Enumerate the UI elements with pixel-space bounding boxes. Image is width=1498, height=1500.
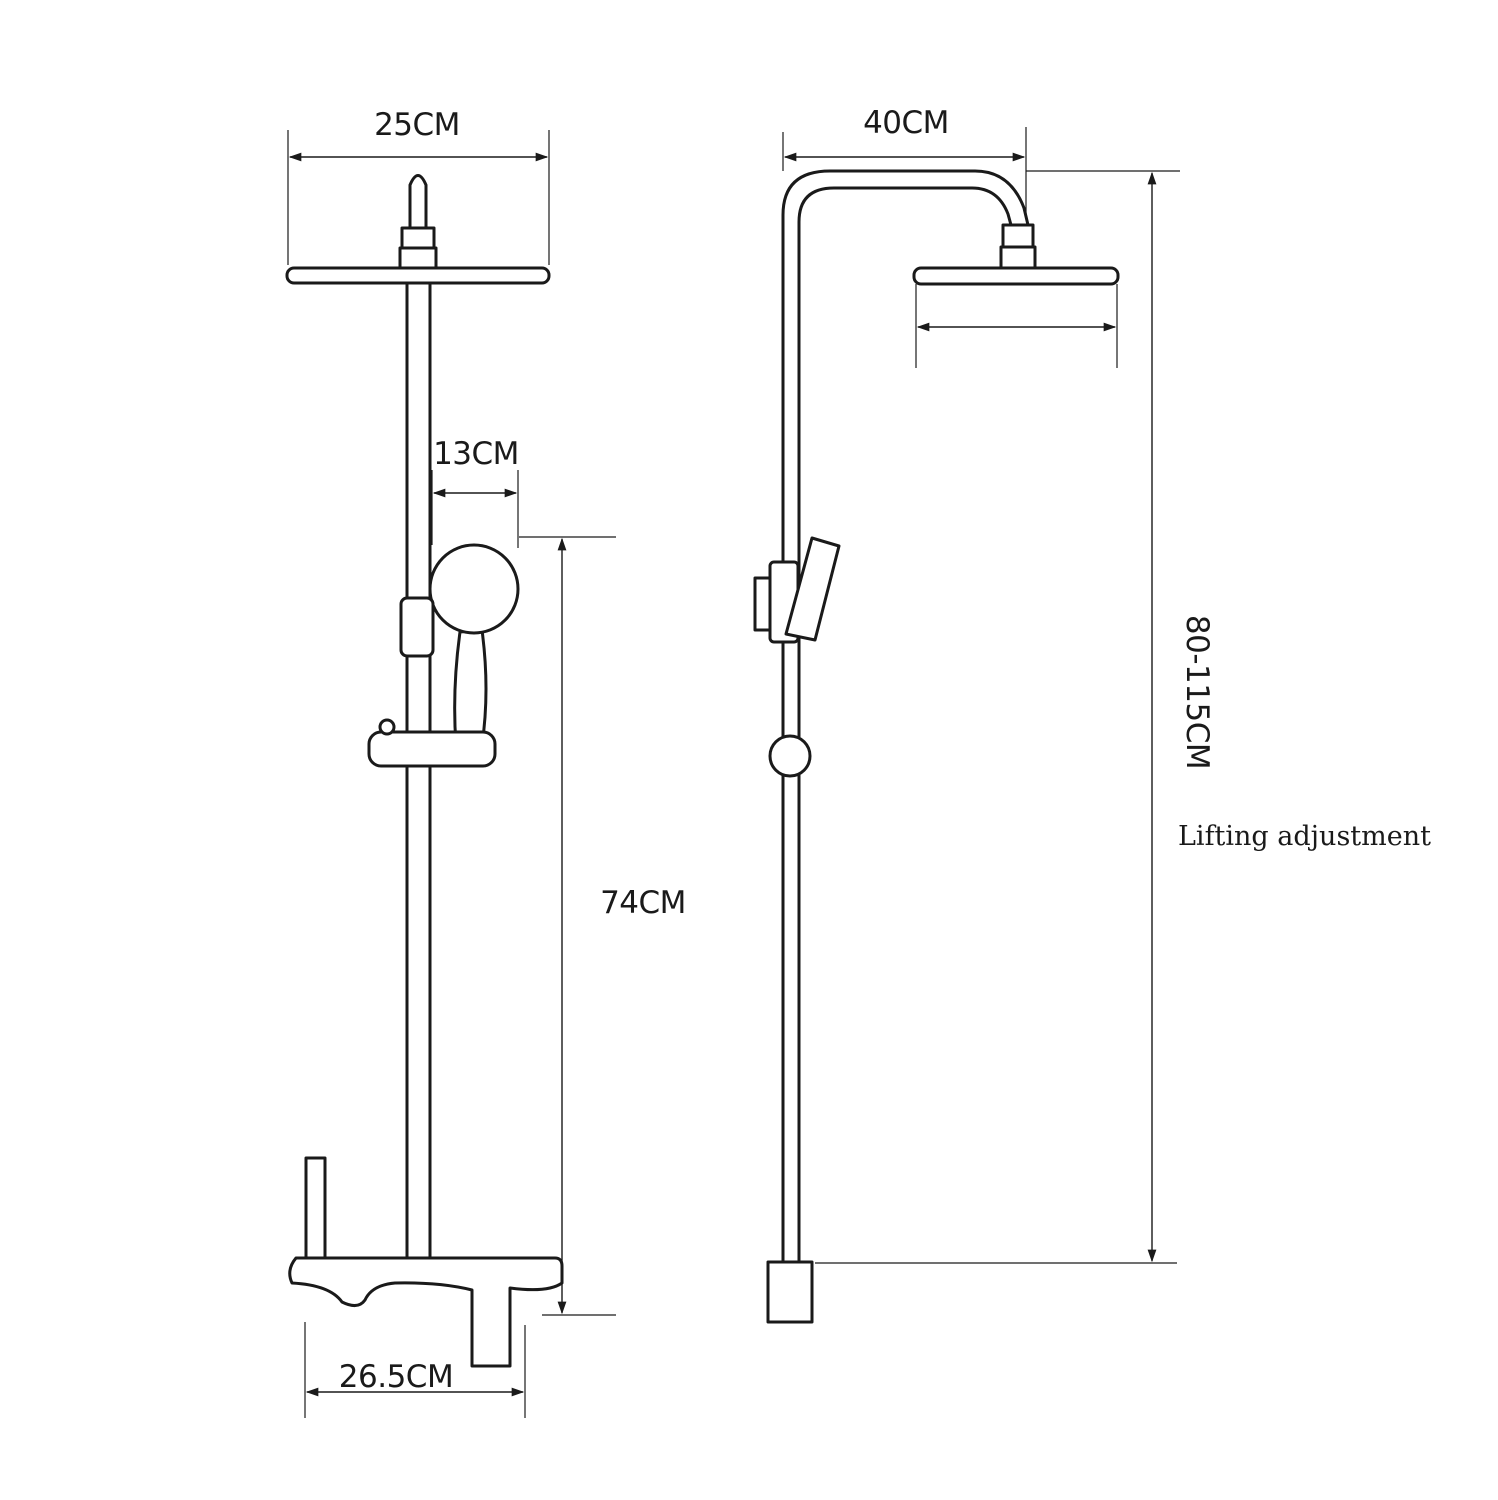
dim-handset-offset: 13CM [431,436,519,548]
front-shower-head [285,174,551,285]
label-arm-reach: 40CM [863,105,949,141]
dim-head-depth [915,284,1118,368]
dim-lift-range: 80-115CM Lifting adjustment [815,170,1431,1264]
side-view: 40CM 80-115CM Lifting adjustment [753,105,1431,1324]
dim-height-to-head: 74CM [519,536,686,1316]
front-shelf [367,718,497,768]
label-height-to-head: 74CM [600,885,686,921]
side-shower-head [912,223,1120,286]
label-base-width: 26.5CM [339,1359,453,1395]
side-riser-arm [781,169,1030,1264]
label-handset-offset: 13CM [433,436,519,472]
front-spout [304,1156,327,1262]
side-base [766,1260,814,1324]
side-hand-shower [753,536,841,644]
dim-arm-reach: 40CM [782,105,1027,215]
side-slider-knob [768,734,812,778]
front-mixer-base [288,1256,564,1368]
front-hand-shower [399,543,520,747]
label-lift-range: 80-115CM [1179,615,1215,769]
front-view: 25CM 13CM 74CM 26.5CM [285,107,686,1418]
label-head-width: 25CM [374,107,460,143]
dim-head-width: 25CM [287,107,550,265]
dim-base-width: 26.5CM [304,1322,526,1418]
front-riser-pipe [405,281,432,1260]
label-lift-note: Lifting adjustment [1178,821,1431,852]
